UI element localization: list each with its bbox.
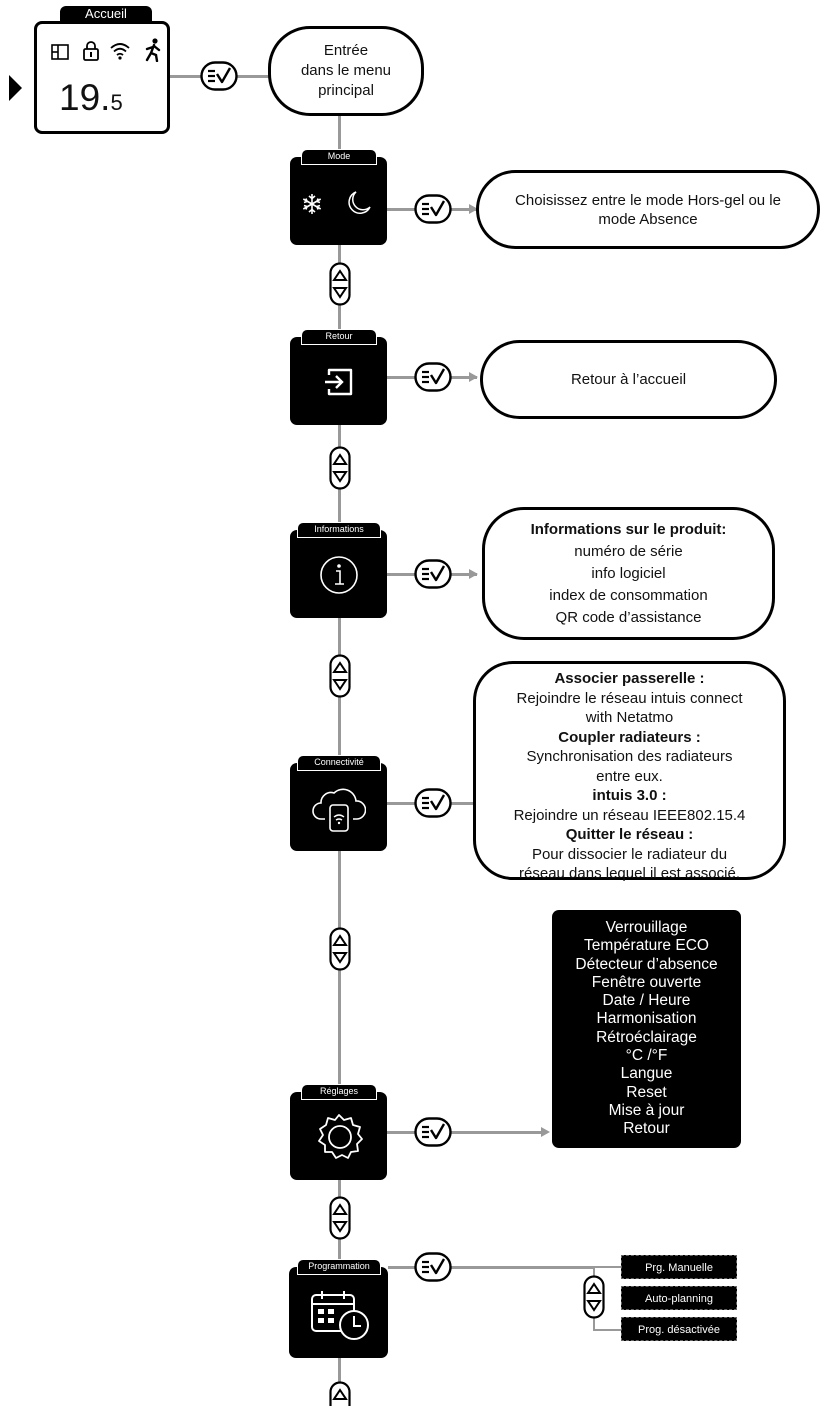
reglages-tab: Réglages (301, 1084, 377, 1100)
mode-description-line-2: mode Absence (598, 210, 698, 228)
start-bubble: Entrée dans le menu principal (268, 26, 424, 116)
informations-title: Informations sur le produit: (530, 520, 727, 538)
programmation-option-auto[interactable]: Auto-planning (621, 1286, 737, 1310)
mode-description: Choisissez entre le mode Hors-gel ou le … (476, 170, 820, 249)
connectivite-section-4-line-1: Pour dissocier le radiateur du (531, 845, 728, 863)
home-confirm-icon (200, 61, 238, 91)
programmation-tab: Programmation (297, 1259, 381, 1275)
gear-icon (318, 1114, 363, 1159)
reglages-option[interactable]: Retour (623, 1120, 670, 1138)
mode-confirm-icon[interactable] (414, 194, 452, 224)
informations-line-4: QR code d’assistance (555, 608, 702, 626)
info-icon (320, 556, 358, 594)
informations-description: Informations sur le produit: numéro de s… (482, 507, 775, 640)
updown-icon-5[interactable] (329, 1196, 351, 1240)
retour-confirm-icon[interactable] (414, 362, 452, 392)
reglages-arrowhead (541, 1127, 550, 1137)
mode-tile[interactable] (290, 157, 387, 245)
connectivite-section-1-line-1: Rejoindre le réseau intuis connect (516, 689, 743, 707)
lock-icon (83, 41, 99, 61)
connectivite-section-1-title: Associer passerelle : (554, 670, 705, 687)
reglages-option[interactable]: Mise à jour (608, 1101, 685, 1119)
reglages-option[interactable]: Harmonisation (596, 1010, 697, 1028)
retour-arrowhead (469, 372, 478, 382)
mode-description-line-1: Choisissez entre le mode Hors-gel ou le (515, 191, 781, 209)
mode-tab: Mode (301, 149, 377, 165)
programmation-updown-icon[interactable] (583, 1275, 605, 1319)
reglages-option[interactable]: Reset (626, 1083, 667, 1101)
start-line-3: principal (318, 82, 374, 99)
informations-arrowhead (469, 569, 478, 579)
connectivite-section-4-line-2: réseau dans lequel il est associé. (519, 865, 740, 882)
presence-icon (145, 38, 161, 62)
reglages-option[interactable]: Date / Heure (602, 992, 691, 1010)
reglages-option[interactable]: Fenêtre ouverte (591, 973, 702, 991)
home-status-icons (47, 38, 167, 64)
home-screen: 19.5 (34, 21, 170, 134)
informations-tile[interactable] (290, 530, 387, 618)
connectivite-section-3-title: intuis 3.0 : (592, 787, 667, 804)
programmation-branch-3 (593, 1329, 621, 1331)
calendar-clock-icon (311, 1291, 369, 1340)
updown-icon-6[interactable] (329, 1381, 351, 1406)
home-tab: Accueil (60, 6, 152, 23)
wifi-icon (110, 43, 130, 60)
connectivite-confirm-icon[interactable] (414, 788, 452, 818)
informations-confirm-icon[interactable] (414, 559, 452, 589)
programmation-option-manual[interactable]: Prg. Manuelle (621, 1255, 737, 1279)
window-icon (51, 44, 69, 60)
retour-tab: Retour (301, 329, 377, 345)
informations-line-2: info logiciel (591, 564, 666, 582)
reglages-tile[interactable] (290, 1092, 387, 1180)
current-screen-pointer (9, 75, 22, 101)
updown-icon-3[interactable] (329, 654, 351, 698)
start-line-2: dans le menu (300, 62, 392, 79)
connectivite-section-3-line-1: Rejoindre un réseau IEEE802.15.4 (513, 806, 746, 824)
reglages-option[interactable]: Détecteur d’absence (575, 955, 718, 973)
reglages-connector (387, 1131, 544, 1134)
updown-icon-1[interactable] (329, 262, 351, 306)
reglages-confirm-icon[interactable] (414, 1117, 452, 1147)
home-temperature: 19.5 (59, 78, 123, 118)
reglages-option[interactable]: Verrouillage (605, 919, 688, 936)
snowflake-icon (302, 194, 322, 214)
temperature-main: 19. (59, 77, 111, 118)
programmation-connector (388, 1266, 594, 1269)
reglages-option[interactable]: °C /°F (625, 1047, 668, 1065)
informations-line-1: numéro de série (574, 542, 683, 560)
connectivite-section-2-line-1: Synchronisation des radiateurs (526, 748, 733, 765)
mode-arrowhead (469, 204, 478, 214)
connectivite-description: Associer passerelle : Rejoindre le résea… (473, 661, 786, 882)
connectivite-tile[interactable] (290, 763, 387, 851)
updown-icon-2[interactable] (329, 446, 351, 490)
informations-line-3: index de consommation (549, 586, 708, 604)
reglages-options-panel: Verrouillage Température ECO Détecteur d… (552, 910, 741, 1148)
exit-icon (325, 368, 353, 396)
programmation-branch-1 (593, 1266, 621, 1268)
retour-description: Retour à l’accueil (480, 340, 777, 419)
programmation-option-disabled[interactable]: Prog. désactivée (621, 1317, 737, 1341)
reglages-option[interactable]: Température ECO (584, 937, 709, 955)
reglages-option[interactable]: Langue (620, 1065, 673, 1083)
start-line-1: Entrée (323, 42, 369, 59)
programmation-confirm-icon[interactable] (414, 1252, 452, 1282)
connectivite-section-2-title: Coupler radiateurs : (558, 728, 701, 746)
connectivite-tab: Connectivité (297, 755, 381, 771)
reglages-option[interactable]: Rétroéclairage (596, 1028, 697, 1046)
informations-tab: Informations (297, 522, 381, 538)
temperature-decimal: 5 (110, 90, 123, 115)
updown-icon-4[interactable] (329, 927, 351, 971)
connectivite-section-4-title: Quitter le réseau : (565, 826, 694, 843)
programmation-tile[interactable] (289, 1267, 388, 1358)
retour-description-text: Retour à l’accueil (570, 371, 687, 388)
retour-tile[interactable] (290, 337, 387, 425)
connectivite-section-1-line-2: with Netatmo (585, 709, 674, 726)
connectivite-section-2-line-2: entre eux. (596, 767, 663, 785)
moon-icon (348, 191, 371, 214)
cloud-phone-icon (312, 788, 366, 832)
